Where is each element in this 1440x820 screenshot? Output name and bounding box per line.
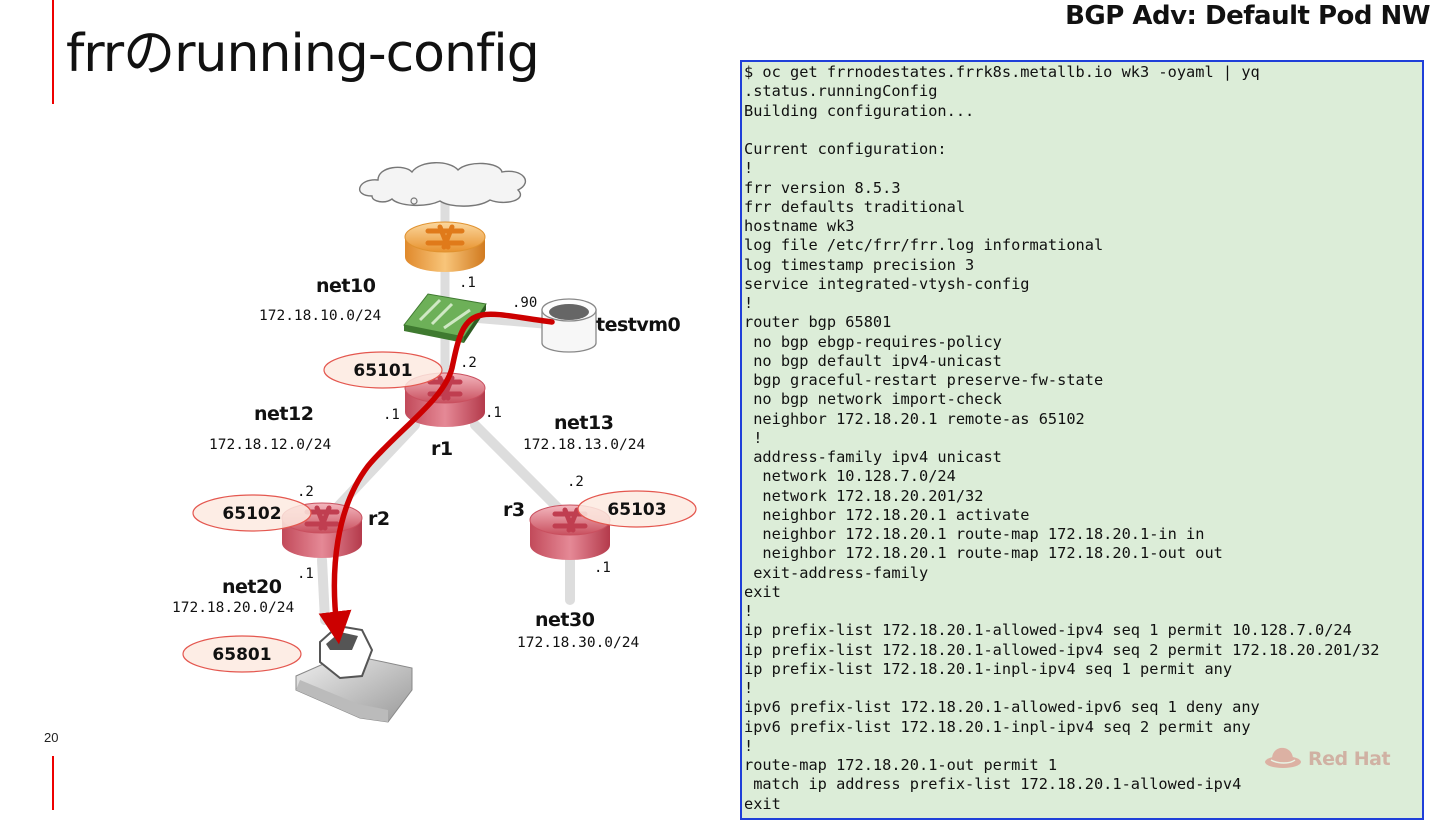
terminal-line: ip prefix-list 172.18.20.1-allowed-ipv4 … bbox=[744, 621, 1352, 640]
terminal-line: Current configuration: bbox=[744, 140, 947, 158]
terminal-line: ip prefix-list 172.18.20.1-allowed-ipv4 … bbox=[744, 640, 1380, 659]
asn-badge: 65801 bbox=[182, 635, 302, 673]
net13-label: net13 bbox=[554, 412, 613, 434]
terminal-line: neighbor 172.18.20.1 remote-as 65102 bbox=[744, 409, 1085, 428]
ip-r1-net10: .2 bbox=[460, 355, 477, 371]
asn-badge: 65101 bbox=[323, 351, 443, 389]
asn-badge: 65103 bbox=[577, 490, 697, 528]
cloud-icon bbox=[359, 162, 526, 207]
terminal-line: hostname wk3 bbox=[744, 217, 855, 235]
asn-badge: 65102 bbox=[192, 494, 312, 532]
terminal-line: ! bbox=[744, 294, 754, 312]
terminal-line: address-family ipv4 unicast bbox=[744, 448, 1002, 466]
redhat-logo: Red Hat bbox=[1264, 742, 1391, 776]
terminal-line: neighbor 172.18.20.1 route-map 172.18.20… bbox=[744, 525, 1205, 543]
terminal-line: $ oc get frrnodestates.frrk8s.metallb.io… bbox=[744, 63, 1260, 81]
link-r2-wk3 bbox=[317, 555, 330, 625]
ip-r3-net13: .2 bbox=[567, 474, 584, 490]
running-config-text: $ oc get frrnodestates.frrk8s.metallb.io… bbox=[742, 62, 1422, 814]
network-diagram: 65101 65102 65103 65801 net10 172.18.10.… bbox=[172, 162, 697, 723]
terminal-line: Building configuration... bbox=[744, 101, 975, 120]
net30-label: net30 bbox=[535, 609, 595, 631]
section-title: BGP Adv: Default Pod NW bbox=[1065, 1, 1430, 31]
link-r1-r3 bbox=[470, 420, 570, 520]
net30-subnet: 172.18.30.0/24 bbox=[517, 635, 639, 651]
asn-wk3: 65801 bbox=[212, 645, 271, 665]
terminal-output: $ oc get frrnodestates.frrk8s.metallb.io… bbox=[740, 60, 1424, 820]
accent-bar-bottom bbox=[52, 756, 54, 810]
terminal-line: ! bbox=[744, 679, 754, 697]
net10-subnet: 172.18.10.0/24 bbox=[259, 308, 381, 324]
terminal-line: ipv6 prefix-list 172.18.20.1-allowed-ipv… bbox=[744, 698, 1260, 717]
terminal-line: .status.runningConfig bbox=[744, 82, 938, 101]
logo-text: Red Hat bbox=[1308, 748, 1391, 770]
traffic-path-arrow bbox=[318, 311, 555, 645]
ip-r2-net12: .2 bbox=[297, 484, 314, 500]
terminal-line: neighbor 172.18.20.1 activate bbox=[744, 505, 1030, 524]
terminal-line: ! bbox=[744, 428, 763, 447]
net13-subnet: 172.18.13.0/24 bbox=[523, 437, 645, 453]
asn-r2: 65102 bbox=[222, 504, 281, 524]
terminal-line: frr version 8.5.3 bbox=[744, 178, 901, 197]
terminal-line: ipv6 prefix-list 172.18.20.1-inpl-ipv4 s… bbox=[744, 717, 1251, 736]
terminal-line: router bgp 65801 bbox=[744, 313, 892, 332]
ip-r1-net12: .1 bbox=[383, 407, 400, 423]
terminal-line: ip prefix-list 172.18.20.1-inpl-ipv4 seq… bbox=[744, 659, 1233, 678]
net20-subnet: 172.18.20.0/24 bbox=[172, 600, 294, 616]
link-r1-r2 bbox=[325, 420, 420, 520]
terminal-line: service integrated-vtysh-config bbox=[744, 274, 1030, 293]
terminal-line: network 10.128.7.0/24 bbox=[744, 467, 956, 486]
terminal-line: route-map 172.18.20.1-out permit 1 bbox=[744, 756, 1058, 774]
terminal-line: match ip address prefix-list 172.18.20.1… bbox=[744, 775, 1242, 794]
worker-node-icon bbox=[295, 624, 413, 723]
terminal-line: network 172.18.20.201/32 bbox=[744, 486, 984, 505]
terminal-line: ! bbox=[744, 159, 754, 178]
r2-label: r2 bbox=[368, 508, 390, 530]
ip-r2-net20: .1 bbox=[297, 566, 314, 582]
storage-icon bbox=[541, 298, 597, 353]
terminal-line: log file /etc/frr/frr.log informational bbox=[744, 236, 1104, 255]
gateway-router-icon bbox=[404, 221, 486, 272]
asn-r3: 65103 bbox=[607, 500, 666, 520]
r3-label: r3 bbox=[503, 499, 525, 521]
terminal-line: exit bbox=[744, 582, 781, 601]
terminal-line: neighbor 172.18.20.1 route-map 172.18.20… bbox=[744, 544, 1223, 563]
redhat-hat-icon bbox=[1265, 747, 1301, 768]
terminal-line: ! bbox=[744, 736, 754, 755]
net12-label: net12 bbox=[254, 403, 313, 425]
net20-label: net20 bbox=[222, 576, 282, 598]
terminal-line: no bgp default ipv4-unicast bbox=[744, 351, 1002, 370]
r1-label: r1 bbox=[431, 438, 453, 460]
asn-r1: 65101 bbox=[353, 361, 412, 381]
net10-label: net10 bbox=[316, 275, 376, 297]
terminal-line: exit-address-family bbox=[744, 563, 929, 582]
terminal-line: no bgp ebgp-requires-policy bbox=[744, 332, 1002, 351]
ip-r1-net13: .1 bbox=[485, 405, 502, 421]
ip-gw-net10: .1 bbox=[459, 275, 476, 291]
net12-subnet: 172.18.12.0/24 bbox=[209, 437, 331, 453]
terminal-line: exit bbox=[744, 794, 781, 813]
terminal-line: bgp graceful-restart preserve-fw-state bbox=[744, 371, 1104, 389]
terminal-line: no bgp network import-check bbox=[744, 390, 1002, 409]
ip-r3-net30: .1 bbox=[594, 560, 611, 576]
terminal-line: frr defaults traditional bbox=[744, 197, 966, 216]
page-number: 20 bbox=[44, 730, 59, 745]
page-title: frrのrunning-config bbox=[66, 24, 540, 84]
terminal-line: ! bbox=[744, 602, 754, 620]
ip-testvm-net10: .90 bbox=[512, 295, 537, 311]
terminal-line: log timestamp precision 3 bbox=[744, 255, 975, 274]
testvm-label: testvm0 bbox=[596, 314, 681, 336]
accent-bar-top bbox=[52, 0, 54, 104]
